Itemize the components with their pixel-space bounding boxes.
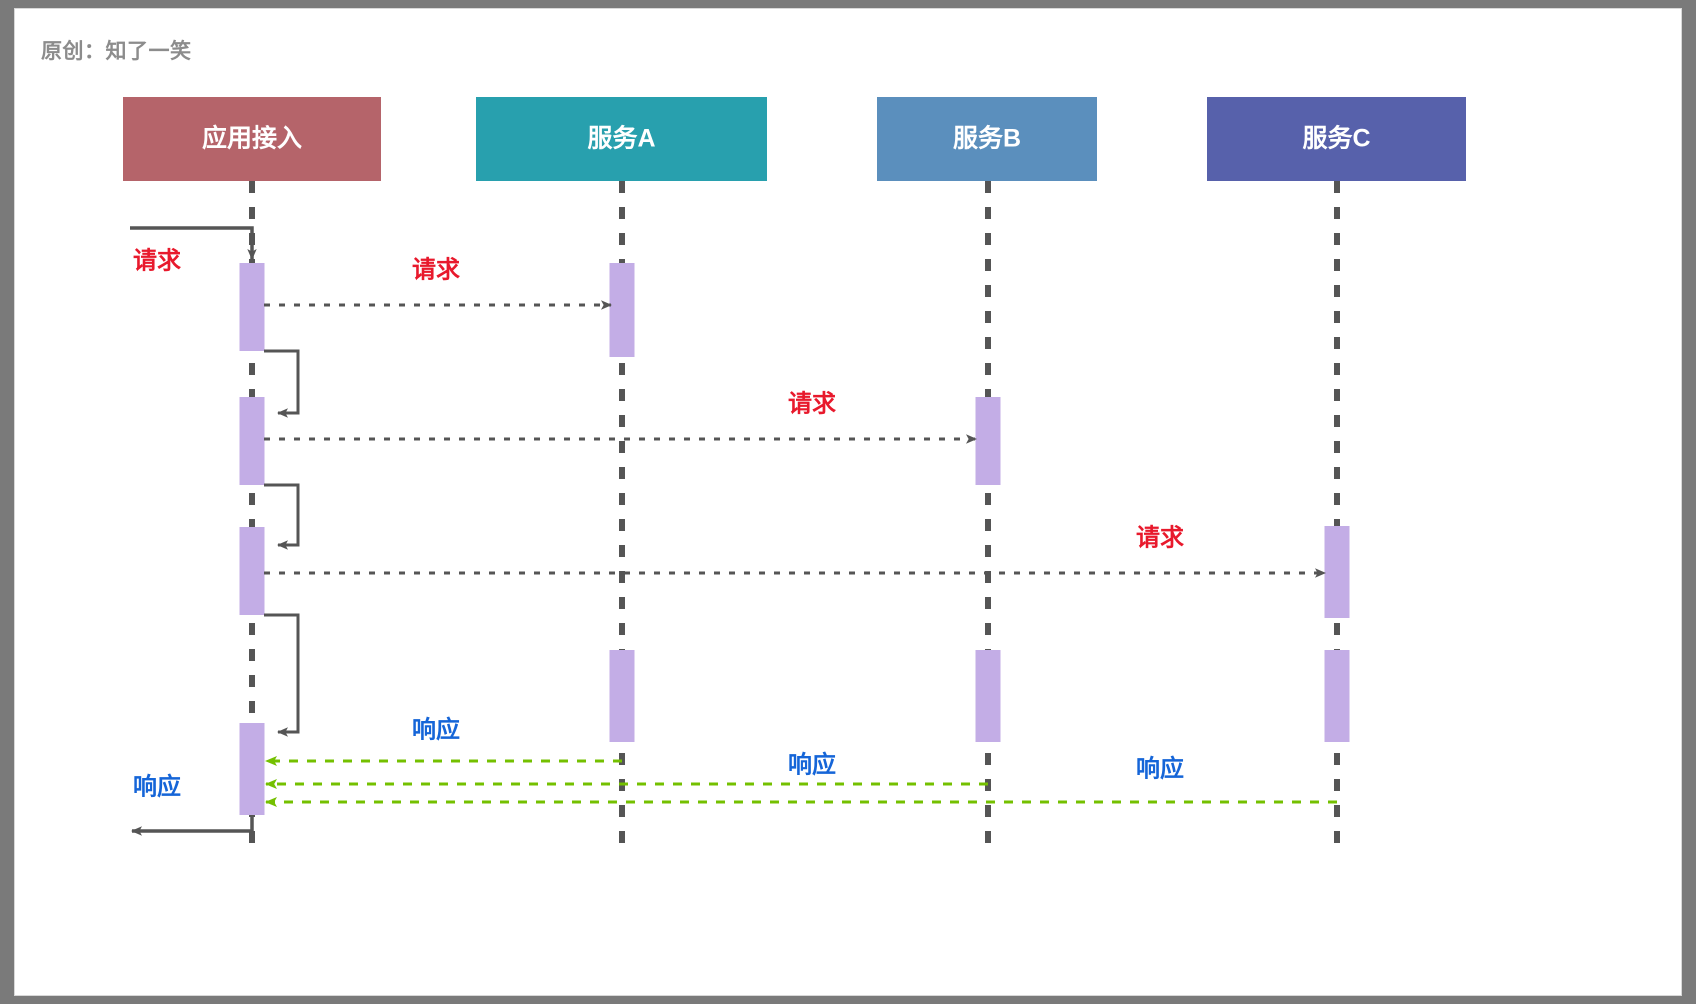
actor-box-app[interactable]: 应用接入 (123, 97, 381, 181)
message-label-m1: 请求 (133, 247, 181, 274)
messages-group (130, 226, 1337, 836)
actor-box-service_b[interactable]: 服务B (877, 97, 1097, 181)
activation-bar-service_b (975, 650, 1001, 742)
message-m7-self (264, 613, 300, 737)
credit-text: 原创：知了一笑 (41, 40, 192, 63)
actor-boxes-group: 应用接入 服务A 服务B 服务C (123, 97, 1466, 181)
activation-bars-group (239, 263, 1350, 815)
message-m5-self (264, 483, 300, 550)
message-m3-self (264, 349, 300, 418)
actor-label-service_b: 服务B (953, 125, 1021, 153)
message-m11-exit (131, 815, 254, 836)
activation-bar-service_c (1324, 526, 1350, 618)
actor-box-service_a[interactable]: 服务A (476, 97, 767, 181)
actor-box-service_c[interactable]: 服务C (1207, 97, 1466, 181)
actor-label-app: 应用接入 (202, 124, 302, 153)
message-m1-entry (130, 226, 257, 260)
message-label-m10: 响应 (1136, 754, 1184, 782)
message-label-m11: 响应 (133, 772, 181, 800)
message-label-m6: 请求 (1136, 524, 1184, 551)
message-label-m2: 请求 (412, 256, 460, 283)
message-label-m4: 请求 (788, 390, 836, 417)
activation-bar-app (239, 263, 265, 351)
activation-bar-service_c (1324, 650, 1350, 742)
actor-label-service_a: 服务A (587, 125, 655, 153)
message-labels-group: 请求请求请求请求响应响应响应响应 (133, 247, 1184, 800)
message-label-m9: 响应 (788, 750, 836, 778)
activation-bar-app (239, 527, 265, 615)
activation-bar-service_a (609, 263, 635, 357)
message-label-m8: 响应 (412, 715, 460, 743)
activation-bar-service_a (609, 650, 635, 742)
activation-bar-app (239, 723, 265, 815)
activation-bar-service_b (975, 397, 1001, 485)
activation-bar-app (239, 397, 265, 485)
actor-label-service_c: 服务C (1302, 125, 1370, 153)
